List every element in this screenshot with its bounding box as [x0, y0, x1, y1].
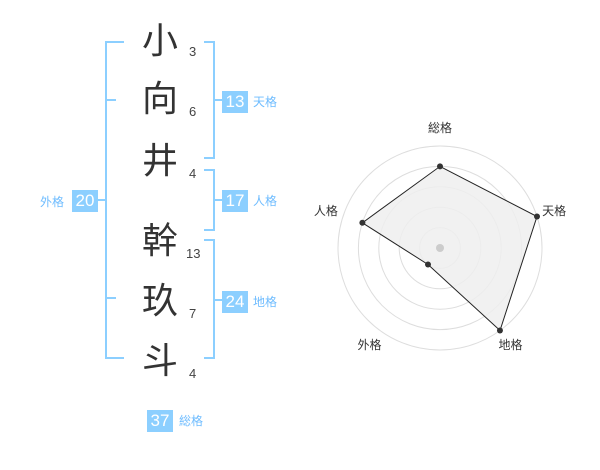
radar-point-4 [425, 261, 432, 268]
stroke-count-6: 4 [189, 366, 197, 381]
radar-axis-label-1: 総格 [428, 120, 452, 135]
chikaku-label: 地格 [253, 295, 278, 309]
stroke-count-4: 13 [186, 246, 201, 261]
stroke-count-2: 6 [189, 104, 197, 119]
gaikaku-label: 外格 [40, 195, 65, 209]
name-char-1: 小 [141, 21, 178, 62]
radar-point-3 [496, 327, 503, 334]
radar-axis-label-3: 地格 [499, 337, 523, 352]
gaikaku-value: 20 [72, 190, 98, 212]
jinkaku-value: 17 [222, 190, 248, 212]
chikaku-value: 24 [222, 291, 248, 313]
name-char-6: 斗 [141, 341, 178, 382]
name-char-5: 玖 [141, 281, 178, 322]
soukaku-value: 37 [147, 410, 173, 432]
tenkaku-label: 天格 [253, 95, 278, 109]
jinkaku-label: 人格 [253, 194, 278, 208]
radar-ring-5 [337, 145, 543, 351]
stroke-count-3: 4 [189, 166, 197, 181]
radar-point-1 [437, 163, 443, 170]
stroke-count-5: 7 [189, 306, 197, 321]
stroke-count-1: 3 [189, 44, 197, 59]
name-char-4: 幹 [141, 221, 178, 262]
radar-area [361, 165, 538, 332]
soukaku-label: 総格 [179, 414, 204, 428]
name-char-2: 向 [141, 79, 178, 120]
tenkaku-value: 13 [222, 91, 248, 113]
radar-axis-label-5: 人格 [314, 203, 338, 218]
radar-point-5 [359, 219, 366, 226]
radar-axis-label-2: 天格 [542, 203, 566, 218]
radar-axis-label-4: 外格 [357, 337, 381, 352]
radar-center [436, 244, 444, 252]
name-char-3: 井 [141, 141, 178, 182]
radar-point-2 [534, 213, 541, 220]
